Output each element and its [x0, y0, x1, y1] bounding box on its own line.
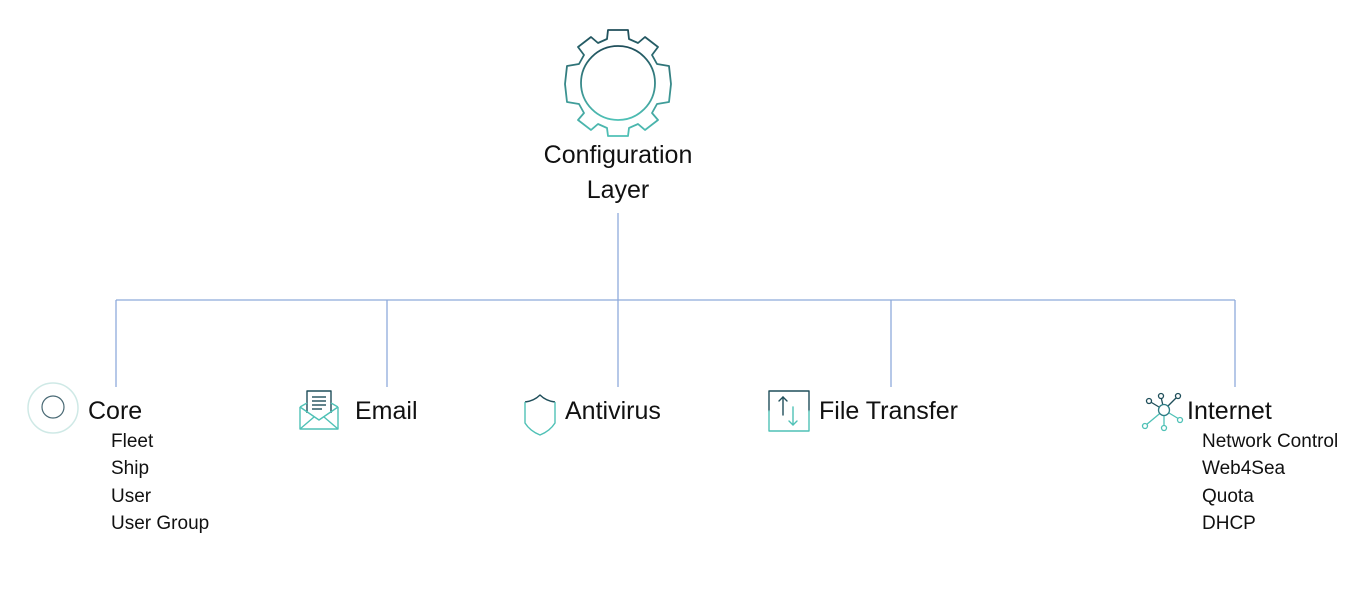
list-item: Network Control [1202, 431, 1339, 452]
internet-sub-list: Network Control Web4Sea Quota DHCP [1202, 428, 1338, 537]
node-label-email: Email [355, 397, 418, 425]
root-title-line2: Layer [586, 176, 650, 204]
node-label-internet: Internet [1187, 397, 1272, 425]
gear-icon [564, 29, 672, 137]
shield-icon [524, 394, 556, 436]
list-item: Ship [111, 458, 150, 480]
envelope-icon [299, 390, 339, 430]
root-title-line1: Configuration [543, 141, 693, 169]
node-label-file-transfer: File Transfer [819, 397, 958, 425]
list-item: User [111, 485, 152, 507]
list-item: DHCP [1202, 512, 1256, 534]
circle-icon [27, 382, 79, 434]
transfer-icon [768, 390, 810, 432]
list-item: Web4Sea [1202, 458, 1286, 480]
node-label-core: Core [88, 397, 143, 425]
network-icon [1141, 392, 1184, 432]
list-item: User Group [111, 512, 210, 534]
list-item: Fleet [111, 431, 154, 452]
root-title: Configuration Layer [518, 138, 718, 208]
core-sub-list: Fleet Ship User User Group [111, 428, 209, 537]
list-item: Quota [1202, 485, 1254, 507]
node-label-antivirus: Antivirus [565, 397, 661, 425]
